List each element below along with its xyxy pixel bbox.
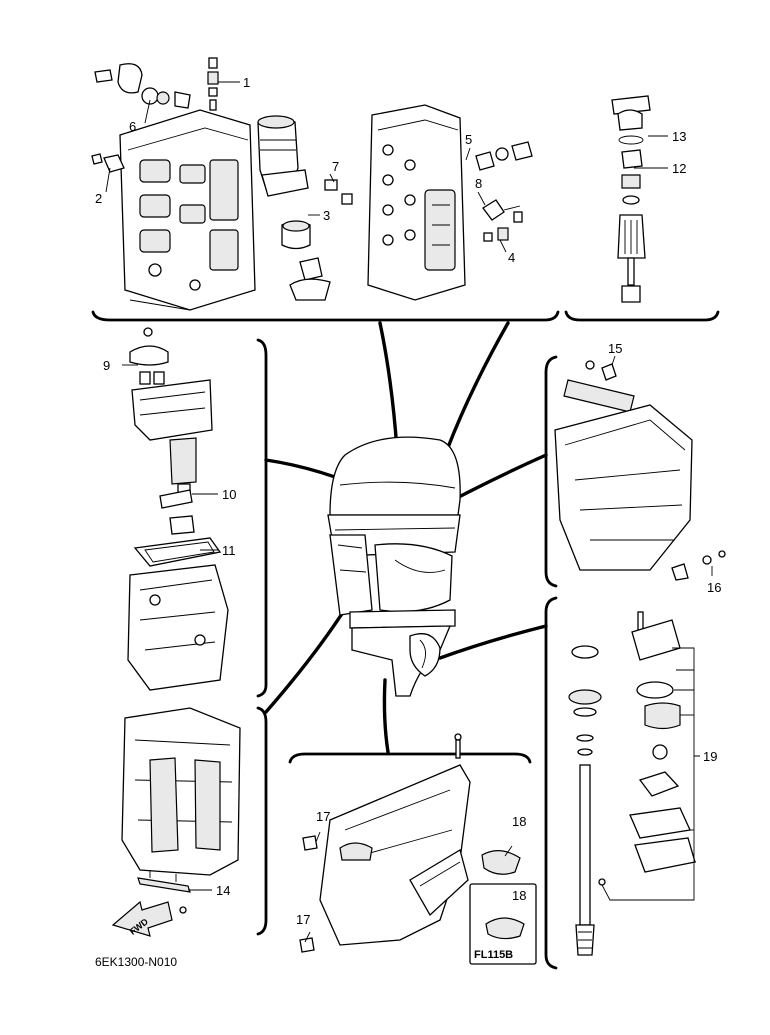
callout-8: 8 xyxy=(475,176,482,191)
fl115b-badge xyxy=(469,883,537,965)
callout-7: 7 xyxy=(332,159,339,174)
badge-number: 18 xyxy=(512,888,526,903)
fwd-arrow-icon xyxy=(111,900,173,937)
callout-3: 3 xyxy=(323,208,330,223)
callout-18: 18 xyxy=(512,814,526,829)
part-11-gasket-illustration xyxy=(133,537,222,567)
part-10-illustration xyxy=(159,489,195,535)
callout-1: 1 xyxy=(243,75,250,90)
water-pump-driveshaft-illustration xyxy=(568,611,696,956)
callout-14: 14 xyxy=(216,883,230,898)
exhaust-guide-illustration xyxy=(127,564,229,691)
callout-16: 16 xyxy=(707,580,721,595)
callout-13: 13 xyxy=(672,129,686,144)
callout-6: 6 xyxy=(129,119,136,134)
upper-case-illustration xyxy=(121,707,241,876)
fuel-filter-illustration xyxy=(611,95,651,303)
callout-9: 9 xyxy=(103,358,110,373)
callout-19: 19 xyxy=(703,749,717,764)
part-14-illustration xyxy=(137,870,191,914)
callout-2: 2 xyxy=(95,191,102,206)
callout-5: 5 xyxy=(465,132,472,147)
callout-17-lower: 17 xyxy=(296,912,310,927)
part-6-illustration xyxy=(94,63,191,109)
section-brackets xyxy=(91,310,720,970)
callout-10: 10 xyxy=(222,487,236,502)
parts-5-8-4-illustration xyxy=(475,141,533,242)
callouts: 1 2 3 4 5 6 7 8 9 10 11 12 13 14 15 16 1… xyxy=(95,75,721,927)
badge-code: FL115B xyxy=(474,949,513,961)
vapor-separator-illustration xyxy=(129,327,213,496)
callout-12: 12 xyxy=(672,161,686,176)
leader-lines xyxy=(105,81,713,943)
outboard-motor-illustration xyxy=(327,436,461,697)
part-2-illustration xyxy=(91,153,125,173)
part-1-illustration xyxy=(207,57,219,111)
lower-unit-illustration xyxy=(299,733,471,953)
oil-filter-illustration xyxy=(257,115,353,301)
cylinder-block-illustration xyxy=(119,109,256,311)
cylinder-head-illustration xyxy=(367,104,466,301)
bottom-cowling-illustration xyxy=(554,360,726,581)
part-18-anode-illustration xyxy=(481,850,521,875)
diagram-code: 6EK1300-N010 xyxy=(95,955,177,969)
callout-17-upper: 17 xyxy=(316,809,330,824)
callout-11: 11 xyxy=(222,543,236,558)
callout-15: 15 xyxy=(608,341,622,356)
callout-4: 4 xyxy=(508,250,515,265)
